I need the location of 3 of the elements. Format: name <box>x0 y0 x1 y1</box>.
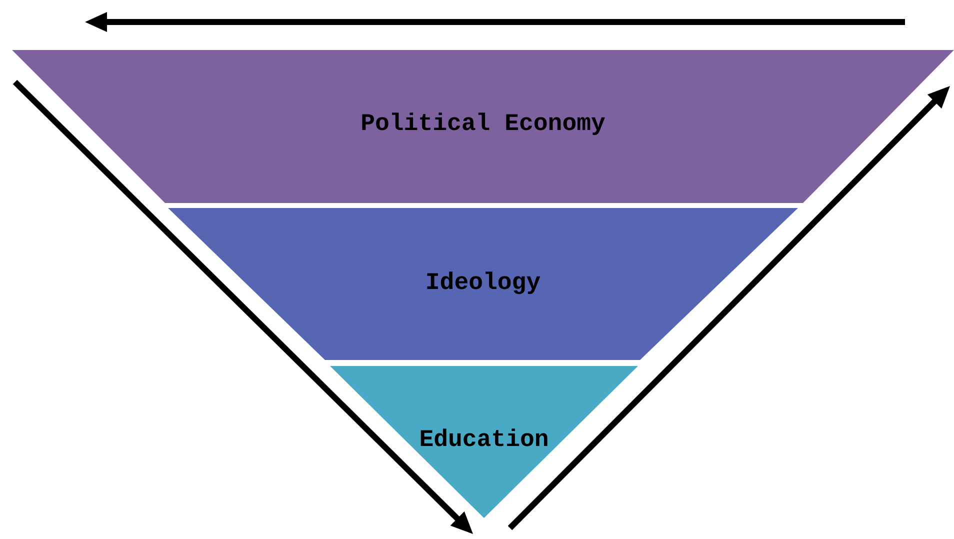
band-label: Ideology <box>425 271 541 298</box>
band-label: Education <box>419 428 549 454</box>
band-label: Political Economy <box>360 112 606 138</box>
